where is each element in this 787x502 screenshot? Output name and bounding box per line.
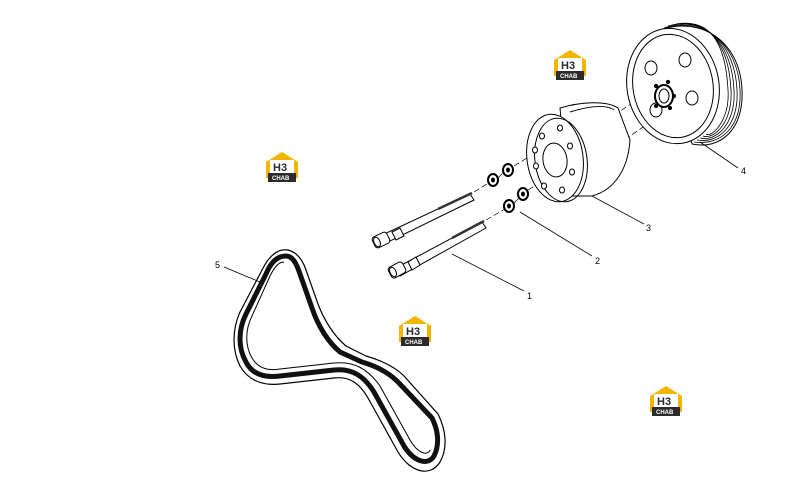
watermark-logo-caption: CHAB bbox=[272, 176, 290, 182]
watermark-logo-letters: H3 bbox=[657, 396, 671, 408]
bolt-upper bbox=[371, 191, 475, 249]
callout-1: 1 bbox=[527, 291, 532, 301]
leader-lines bbox=[223, 141, 739, 292]
watermark-logo-3: H3 CHAB bbox=[399, 316, 431, 346]
bolt-lower bbox=[387, 219, 487, 279]
hub-spacer bbox=[526, 102, 631, 203]
callout-2: 2 bbox=[595, 256, 600, 266]
pulley bbox=[626, 22, 743, 146]
watermark-logo-4: H3 CHAB bbox=[650, 386, 682, 416]
watermark-logo-letters: H3 bbox=[273, 162, 287, 174]
watermark-logo-2: H3 CHAB bbox=[266, 152, 298, 182]
bolts bbox=[371, 191, 487, 279]
callout-4: 4 bbox=[741, 166, 746, 176]
washers bbox=[487, 163, 529, 213]
watermark-logo-caption: CHAB bbox=[656, 410, 674, 416]
callout-3: 3 bbox=[646, 223, 651, 233]
watermark-logo-caption: CHAB bbox=[405, 340, 423, 346]
drive-belt bbox=[233, 249, 446, 472]
watermark-logo-letters: H3 bbox=[561, 60, 575, 72]
callout-5: 5 bbox=[215, 260, 220, 270]
callout-labels: 1 2 3 4 5 bbox=[215, 166, 746, 301]
watermark-logo-caption: CHAB bbox=[560, 74, 578, 80]
watermark-logo-letters: H3 bbox=[406, 326, 420, 338]
watermark-logo-1: H3 CHAB bbox=[554, 50, 586, 80]
